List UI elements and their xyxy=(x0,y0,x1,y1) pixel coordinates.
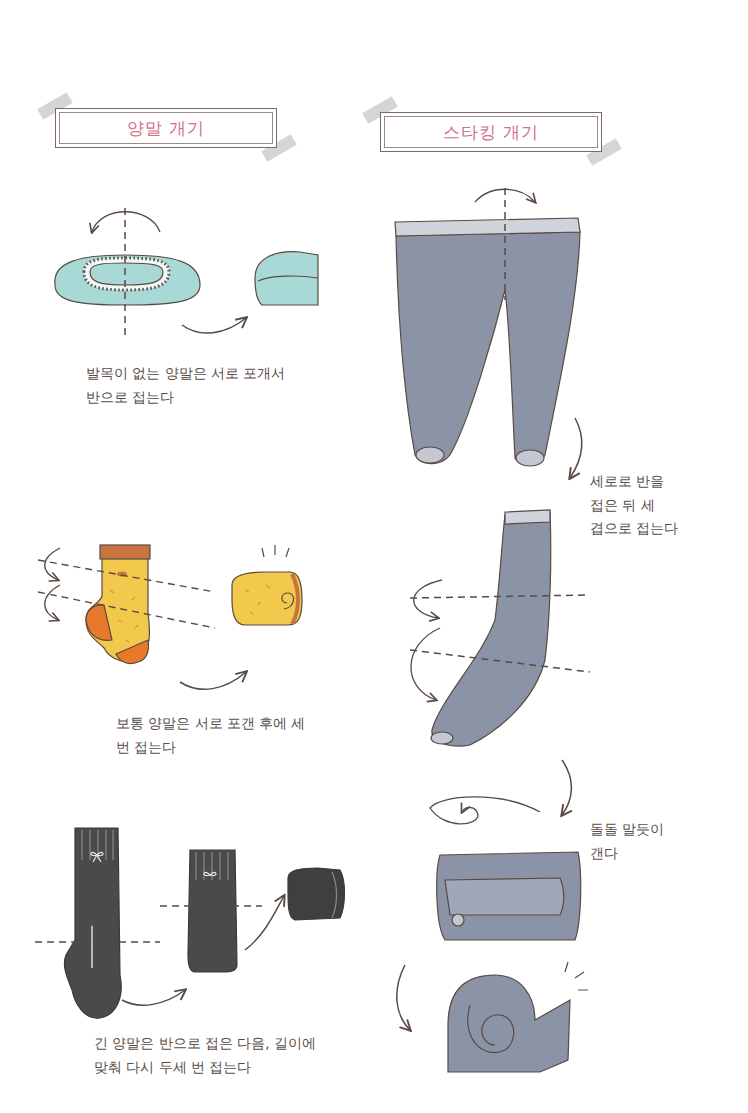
folded-low-cut-sock xyxy=(255,252,318,305)
long-sock xyxy=(64,828,121,1018)
stockings xyxy=(416,447,444,463)
long-sock xyxy=(91,852,103,862)
regular-sock xyxy=(110,590,138,642)
rolled-regular-sock xyxy=(292,574,298,624)
stockings xyxy=(395,218,580,466)
fold-arrow xyxy=(91,924,92,968)
three-fold-stockings xyxy=(452,914,464,926)
step-arrow xyxy=(397,965,410,1030)
step-arrow xyxy=(180,672,246,689)
regular-sock xyxy=(100,545,150,559)
half-folded-stockings xyxy=(432,512,551,746)
half-folded-long-sock xyxy=(188,850,237,972)
step-arrow xyxy=(562,760,571,815)
folded-long-sock xyxy=(332,872,337,918)
header-box: 스타킹 개기 xyxy=(380,112,602,152)
masking-tape xyxy=(261,134,296,161)
rolled-regular-sock xyxy=(262,545,289,557)
stockings xyxy=(516,450,544,466)
rolled-regular-sock xyxy=(245,585,270,614)
folded-low-cut-sock xyxy=(255,252,318,305)
instruction-note: 긴 양말은 반으로 접은 다음, 길이에 맞춰 다시 두세 번 접는다 xyxy=(94,1032,344,1079)
stockings xyxy=(396,232,580,464)
half-folded-long-sock xyxy=(188,850,237,972)
header-box: 양말 개기 xyxy=(55,108,277,148)
rolled-regular-sock xyxy=(232,572,302,625)
half-folded-long-sock xyxy=(204,872,216,875)
half-folded-stockings xyxy=(505,510,550,524)
masking-tape xyxy=(37,92,621,165)
instruction-note: 세로로 반을 접은 뒤 세 겹으로 접는다 xyxy=(590,470,682,541)
half-folded-stockings xyxy=(431,732,453,744)
fold-arrow xyxy=(45,585,60,620)
fold-arrow xyxy=(411,628,440,700)
regular-sock xyxy=(86,605,112,641)
regular-sock xyxy=(86,545,150,664)
rolled-regular-sock xyxy=(232,545,302,625)
step-arrow xyxy=(245,896,284,950)
roll-arrow xyxy=(430,797,540,824)
rolled-stockings xyxy=(468,1005,514,1053)
low-cut-sock xyxy=(55,255,200,305)
fold-line xyxy=(410,650,590,672)
low-cut-sock xyxy=(84,258,169,290)
instruction-note: 보통 양말은 서로 포갠 후에 세 번 접는다 xyxy=(116,712,316,759)
half-folded-long-sock xyxy=(196,852,228,880)
rolled-stockings xyxy=(448,962,588,1072)
rolled-regular-sock xyxy=(282,593,294,609)
header-title: 양말 개기 xyxy=(127,118,205,138)
fold-line xyxy=(410,595,590,598)
three-fold-stockings xyxy=(437,852,581,940)
step-arrow xyxy=(570,418,582,478)
fold-arrow xyxy=(414,580,442,618)
stockings xyxy=(395,218,580,236)
fold-arrow xyxy=(45,548,60,580)
folded-long-sock xyxy=(288,868,345,920)
long-sock xyxy=(64,828,121,1018)
three-fold-stockings xyxy=(437,852,581,940)
step-arrow xyxy=(182,318,246,333)
header-title: 스타킹 개기 xyxy=(443,122,539,142)
three-fold-stockings xyxy=(445,878,564,915)
fold-line xyxy=(160,905,262,907)
fold-line xyxy=(38,592,215,628)
fold-line xyxy=(38,560,215,592)
fold-line xyxy=(504,188,506,300)
low-cut-sock xyxy=(90,263,163,285)
instruction-note: 돌돌 말듯이 갠다 xyxy=(590,818,682,865)
instruction-note: 발목이 없는 양말은 서로 포개서 반으로 접는다 xyxy=(86,362,301,409)
fold-arrow xyxy=(92,212,160,232)
folded-low-cut-sock xyxy=(258,276,318,281)
fold-arrow xyxy=(475,189,535,202)
masking-tape xyxy=(586,138,621,165)
step-arrow xyxy=(122,990,185,1005)
fold-line xyxy=(124,208,126,338)
folded-long-sock xyxy=(288,868,345,920)
fold-line xyxy=(35,941,160,943)
half-folded-stockings xyxy=(431,510,551,746)
rolled-stockings xyxy=(448,975,570,1072)
rolled-stockings xyxy=(565,962,588,990)
regular-sock xyxy=(116,640,149,664)
low-cut-sock xyxy=(55,255,200,305)
